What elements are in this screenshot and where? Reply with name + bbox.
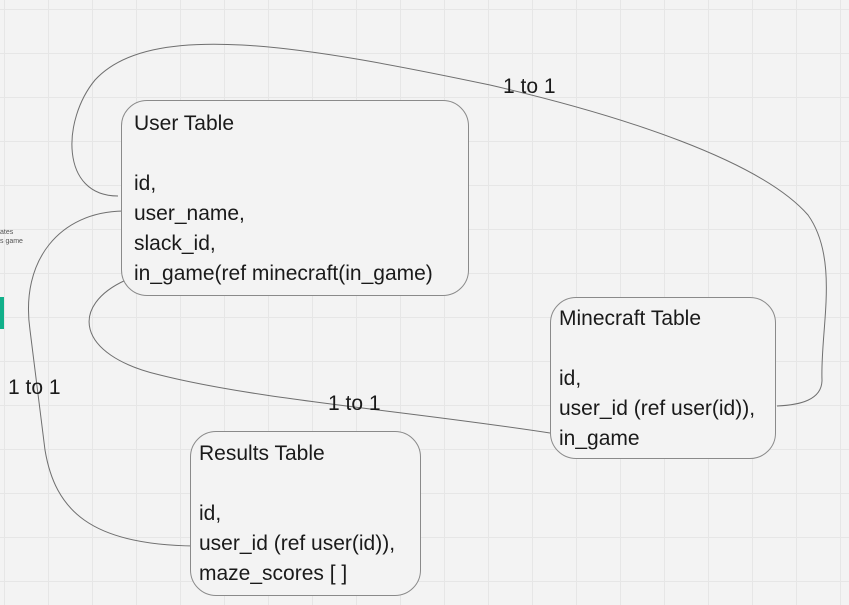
offscreen-note-text: s game [0, 238, 23, 245]
results-table-field-maze-scores: maze_scores [ ] [199, 562, 348, 585]
minecraft-table-field-in-game: in_game [559, 427, 640, 450]
connector-user-to-results [28, 210, 196, 547]
user-table-title: User Table [134, 112, 234, 135]
offscreen-note-text: ates [0, 229, 14, 236]
results-table-title: Results Table [199, 442, 325, 465]
results-table-card[interactable]: Results Table id, user_id (ref user(id))… [190, 431, 421, 596]
relation-label-user-minecraft-middle[interactable]: 1 to 1 [328, 392, 381, 415]
connector-user-to-minecraft-top [71, 43, 827, 407]
minecraft-table-card[interactable]: Minecraft Table id, user_id (ref user(id… [550, 297, 776, 459]
minecraft-table-field-user-id: user_id (ref user(id)), [559, 397, 756, 420]
results-table-field-user-id: user_id (ref user(id)), [199, 532, 396, 555]
connector-user-to-minecraft-middle [88, 279, 551, 434]
relation-label-user-results[interactable]: 1 to 1 [8, 376, 61, 399]
relation-label-user-minecraft-top[interactable]: 1 to 1 [503, 75, 556, 98]
results-table-field-id: id, [199, 502, 222, 525]
user-table-field-slack-id: slack_id, [134, 232, 216, 255]
user-table-field-id: id, [134, 172, 157, 195]
user-table-card[interactable]: User Table id, user_name, slack_id, in_g… [121, 100, 469, 296]
user-table-field-user-name: user_name, [134, 202, 245, 225]
user-table-field-in-game: in_game(ref minecraft(in_game) [134, 262, 433, 285]
minecraft-table-field-id: id, [559, 367, 582, 390]
offscreen-shape-fragment [0, 297, 4, 329]
minecraft-table-title: Minecraft Table [559, 307, 702, 330]
